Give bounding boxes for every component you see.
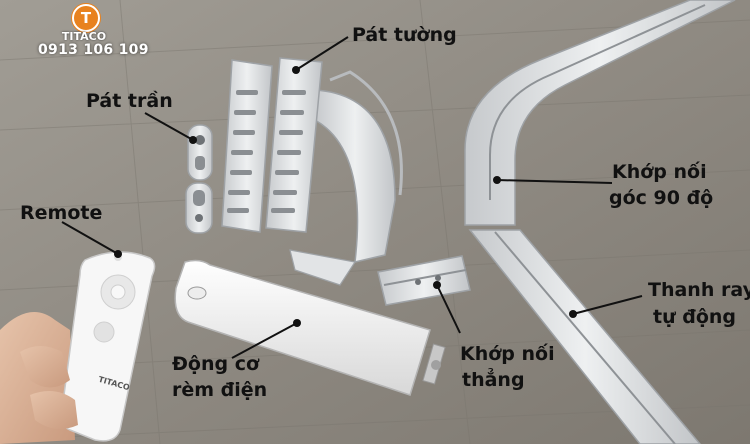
straight-joint [377,255,471,306]
ceiling-bracket-bottom [185,182,213,234]
curtain-track-rail [464,0,736,444]
hand-with-remote [0,251,156,444]
corner-joint-90 [289,70,403,286]
label-motor-line2: rèm điện [172,379,268,401]
label-corner-joint-line1: Khớp nối [612,161,707,183]
phone-number: 0913 106 109 [38,42,149,58]
pointer-dots [114,66,577,327]
titaco-logo: T TITACO [58,4,110,44]
logo-text: TITACO [61,30,107,43]
label-ceiling-bracket: Pát trần [86,90,173,112]
label-remote: Remote [20,202,103,224]
logo-letter: T [80,9,92,27]
label-wall-bracket: Pát tường [352,24,457,46]
label-corner-joint-line2: góc 90 độ [609,187,714,209]
wall-bracket-right [265,57,323,233]
label-track-rail-line1: Thanh ray [648,279,750,301]
curtain-motor [174,259,446,396]
logo-badge: T [72,4,100,32]
pointer-lines [61,36,643,359]
label-track-rail-line2: tự động [653,306,737,328]
label-straight-joint-line1: Khớp nối [460,343,555,365]
label-motor-line1: Động cơ [172,353,260,375]
wall-bracket-left [221,59,273,233]
label-straight-joint-line2: thẳng [462,369,525,391]
ceiling-bracket-top [187,124,213,181]
